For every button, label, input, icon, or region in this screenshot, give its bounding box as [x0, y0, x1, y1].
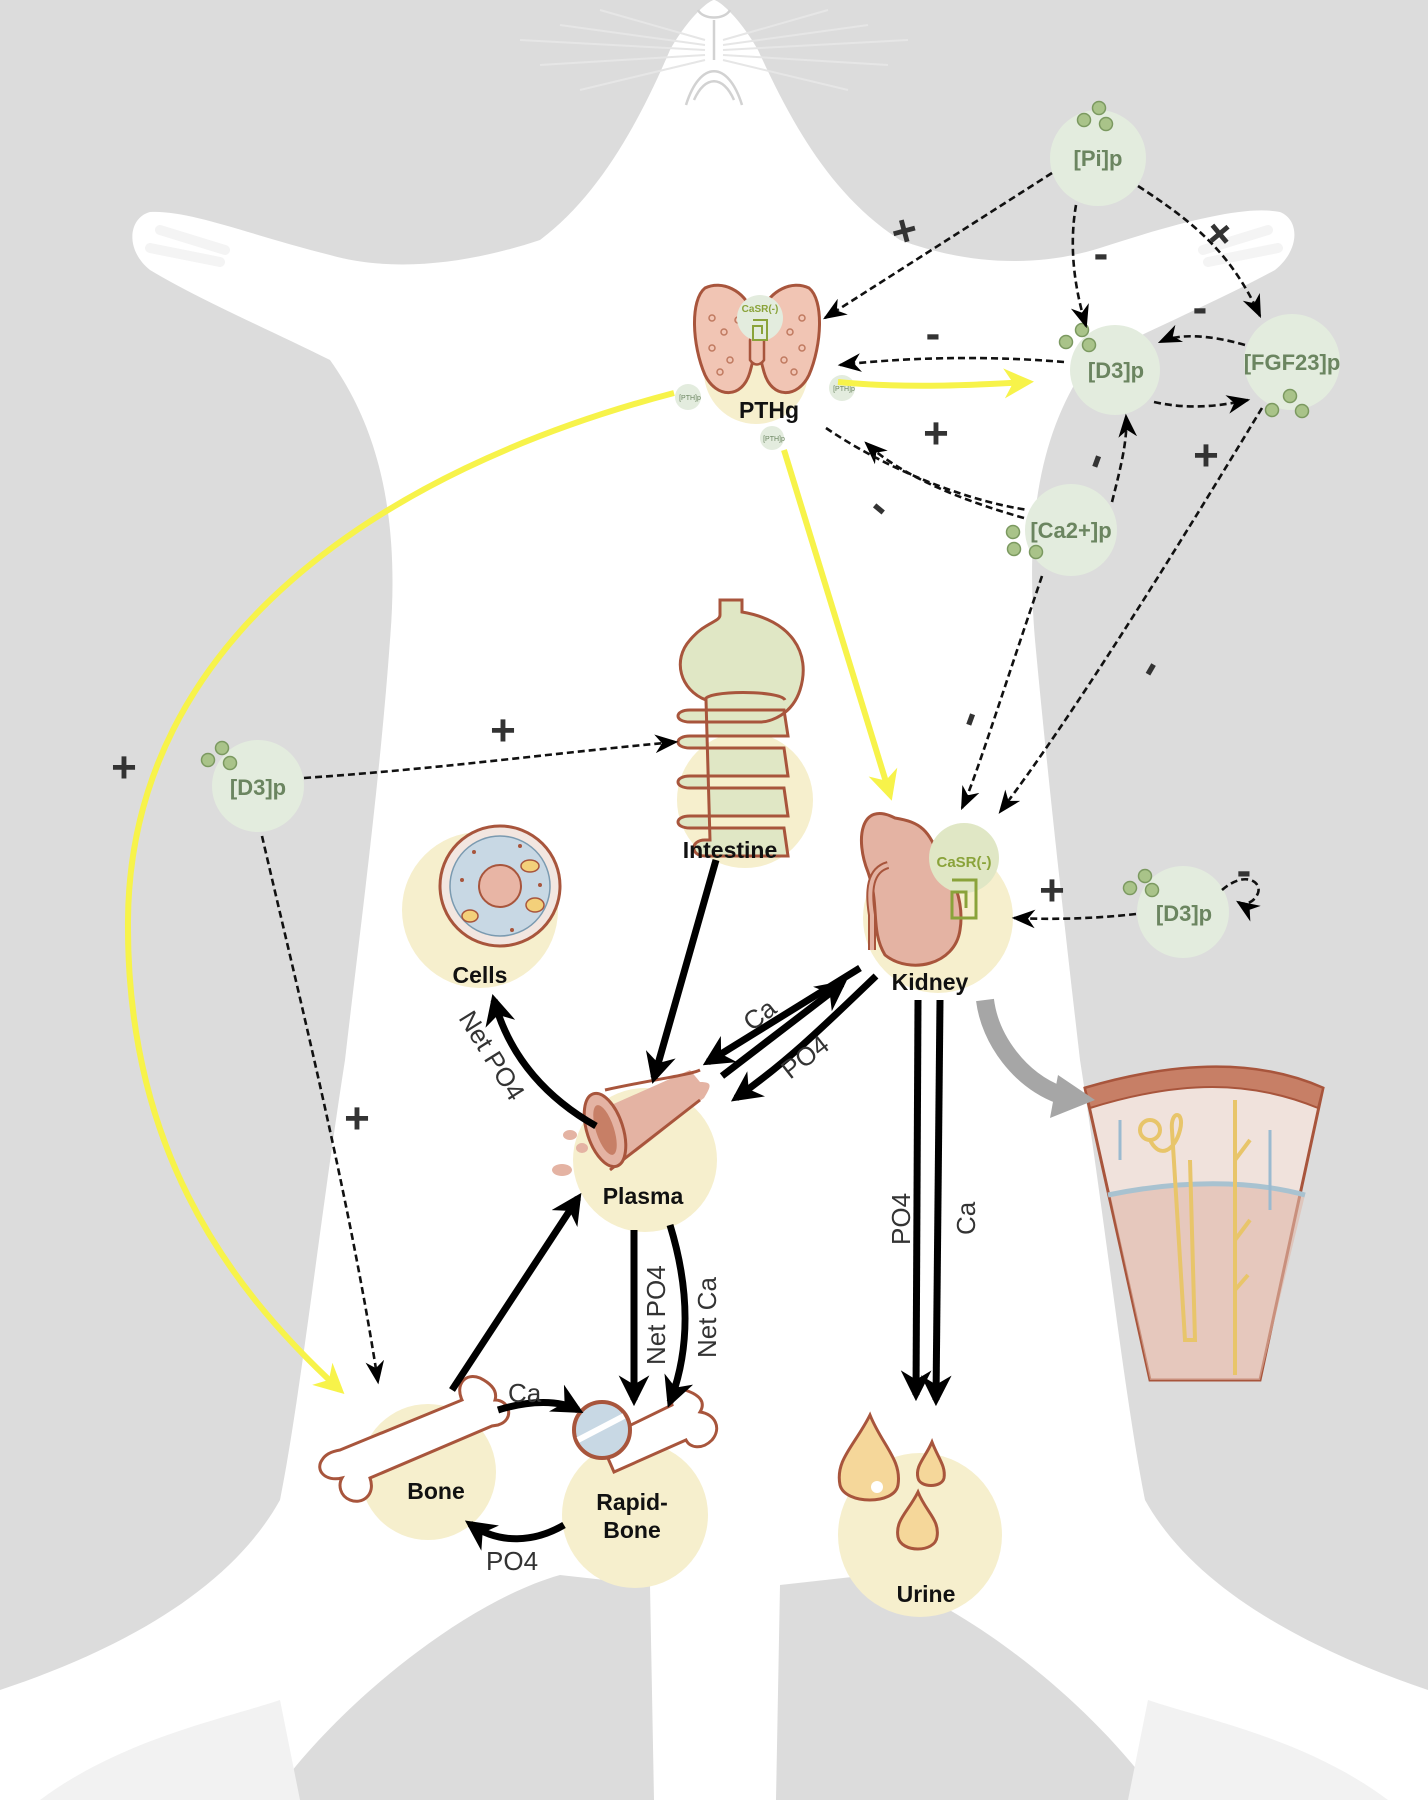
zoom-arrowhead [1050, 1075, 1095, 1118]
casr-label: CaSR(-) [742, 304, 779, 315]
intestine-icon [676, 598, 805, 858]
sign-d3-intestine: + [490, 706, 516, 755]
regulatory-arrows [260, 171, 1264, 1385]
sign-d3-bone: + [344, 1094, 370, 1143]
blood-vessel-icon [552, 1068, 710, 1176]
cell-icon [438, 824, 562, 948]
hormone-labels: [Pi]p [D3]p [FGF23]p [Ca2+]p [D3]p [D3]p [230, 146, 1340, 926]
zoom-arrow [976, 998, 1064, 1104]
d3-right-label: [D3]p [1156, 901, 1212, 926]
d3-top-label: [D3]p [1088, 358, 1144, 383]
hormone-circles [212, 110, 1340, 958]
cells-label: Cells [453, 962, 508, 988]
sign-d3-pthg: - [926, 309, 941, 358]
sign-fgf23-d3: - [1193, 283, 1208, 332]
hormone-dots [200, 100, 1310, 898]
kidney-casr-label: CaSR(-) [937, 854, 992, 871]
sign-fgf23-kidney-plus: + [1193, 431, 1219, 480]
bone-icon [318, 1375, 719, 1503]
intestine-label: Intestine [683, 837, 778, 863]
po4-bone-label: PO4 [486, 1546, 538, 1576]
whiskers [519, 9, 909, 91]
sign-ca-pthg-plus: + [923, 409, 949, 458]
urine-drops-icon [837, 1411, 946, 1551]
ca2-label: [Ca2+]p [1030, 518, 1111, 543]
pth-badge-right: [PTH]p [833, 386, 855, 393]
pth-badge-bottom: [PTH]p [763, 436, 785, 443]
sign-pth-bone: + [111, 743, 137, 792]
urine-label: Urine [897, 1581, 956, 1607]
pi-label: [Pi]p [1074, 146, 1123, 171]
kidney-icon: CaSR(-) [860, 812, 999, 967]
pthg-label: PTHg [739, 397, 799, 423]
pth-arrows [124, 368, 1034, 1395]
sign-fgf23-kidney-minus: - [1123, 649, 1173, 686]
po4-urine-label: PO4 [886, 1193, 916, 1245]
fgf23-label: [FGF23]p [1244, 350, 1341, 375]
sign-pi-d3: - [1094, 229, 1109, 278]
ca-bone-label: Ca [508, 1378, 542, 1408]
sign-d3-kidney: + [1039, 866, 1065, 915]
rat-nose [684, 9, 744, 106]
rapid-bone-label-2: Bone [603, 1517, 661, 1543]
plasma-label: Plasma [603, 1183, 684, 1209]
net-po4-rapid-label: Net PO4 [641, 1265, 671, 1365]
ca-urine-label: Ca [951, 1201, 981, 1235]
pth-badge-left: [PTH]p [679, 395, 701, 402]
thyroid-gland-icon: CaSR(-) [693, 283, 821, 394]
net-ca-rapid-label: Net Ca [692, 1277, 722, 1358]
d3-left-label: [D3]p [230, 775, 286, 800]
nephron-section-icon [1083, 1065, 1325, 1382]
organ-labels: PTHg Intestine Cells Kidney Plasma Bone … [407, 397, 968, 1607]
rapid-bone-label-1: Rapid- [596, 1489, 668, 1515]
sign-ca-d3: - [1068, 445, 1119, 476]
bone-label: Bone [407, 1478, 465, 1504]
kidney-label: Kidney [892, 969, 969, 995]
sign-d3-self: - [1237, 846, 1252, 895]
flow-arrows [449, 859, 952, 1551]
